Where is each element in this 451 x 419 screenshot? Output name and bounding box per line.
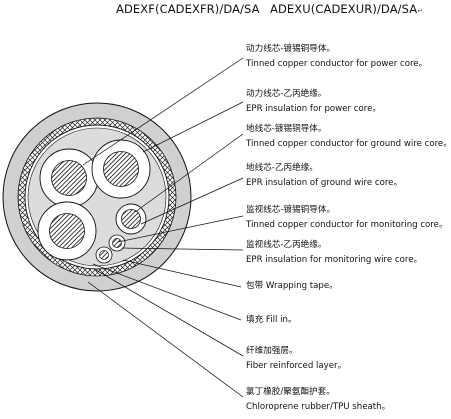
monitoring-core-conductor	[112, 238, 122, 248]
label-sheath-en: Chloroprene rubber/TPU sheath。	[246, 402, 391, 412]
label-monitor-conductor: 监视线芯-镀锡铜导体。 Tinned copper conductor for …	[246, 205, 448, 230]
label-ground-conductor-zh: 地线芯-镀锡铜导体。	[246, 124, 327, 134]
title-adexf: ADEXF(CADEXFR)/DA/SA	[116, 2, 260, 16]
label-fiber-layer: 纤维加强层。 Fiber reinforced layer。	[246, 346, 346, 371]
label-ground-insulation: 地线芯-乙丙绝缘。 EPR insulation of ground wire …	[246, 163, 402, 188]
label-monitor-conductor-en: Tinned copper conductor for monitoring c…	[246, 220, 448, 230]
power-core-conductor	[103, 151, 139, 187]
label-filler: 填充 Fill in。	[246, 315, 297, 325]
label-monitor-insulation-zh: 监视线芯-乙丙绝缘。	[246, 240, 327, 250]
label-ground-insulation-en: EPR insulation of ground wire core。	[246, 178, 403, 188]
label-wrapping-tape: 包带 Wrapping tape。	[246, 281, 338, 291]
label-fiber-layer-zh: 纤维加强层。	[246, 346, 298, 356]
label-power-insulation: 动力线芯-乙丙绝缘。 EPR insulation for power core…	[246, 89, 381, 114]
leader-line-power-conductor	[82, 57, 244, 166]
label-monitor-insulation: 监视线芯-乙丙绝缘。 EPR insulation for monitoring…	[246, 240, 422, 265]
label-power-conductor: 动力线芯-镀锡铜导体。 Tinned copper conductor for …	[246, 44, 427, 69]
label-power-conductor-en: Tinned copper conductor for power core。	[246, 59, 428, 69]
label-monitor-conductor-zh: 监视线芯-镀锡铜导体。	[246, 205, 336, 215]
label-ground-conductor: 地线芯-镀锡铜导体。 Tinned copper conductor for g…	[246, 124, 451, 149]
label-sheath: 氯丁橡胶/聚氨酯护套。 Chloroprene rubber/TPU sheat…	[246, 387, 390, 412]
label-ground-conductor-en: Tinned copper conductor for ground wire …	[246, 139, 451, 149]
leader-line-wrapping-tape	[122, 259, 242, 288]
monitoring-core-conductor	[99, 250, 109, 260]
power-core-conductor	[51, 160, 87, 196]
return-mark: ↵	[417, 7, 424, 15]
leader-line-ground-insulation	[140, 177, 244, 225]
power-core-conductor	[49, 213, 85, 249]
title-adexu: ADEXU(CADEXUR)/DA/SA↵	[270, 2, 423, 16]
leader-line-ground-conductor	[134, 133, 244, 213]
label-sheath-zh: 氯丁橡胶/聚氨酯护套。	[246, 387, 335, 397]
leader-line-fiber-layer	[95, 269, 244, 357]
leader-line-power-insulation	[142, 101, 244, 153]
ground-core-conductor	[121, 209, 141, 229]
leader-line-sheath	[87, 281, 244, 398]
leader-line-filler	[92, 263, 242, 321]
label-fiber-layer-en: Fiber reinforced layer。	[246, 361, 347, 371]
leader-line-monitor-insulation	[121, 247, 244, 251]
label-ground-insulation-zh: 地线芯-乙丙绝缘。	[246, 163, 318, 173]
title-adexu-text: ADEXU(CADEXUR)/DA/SA	[270, 2, 418, 16]
label-monitor-insulation-en: EPR insulation for monitoring wire core。	[246, 255, 423, 265]
leader-line-monitor-conductor	[117, 215, 244, 243]
label-power-insulation-en: EPR insulation for power core。	[246, 104, 381, 114]
label-power-conductor-zh: 动力线芯-镀锡铜导体。	[246, 44, 336, 54]
label-power-insulation-zh: 动力线芯-乙丙绝缘。	[246, 89, 327, 99]
